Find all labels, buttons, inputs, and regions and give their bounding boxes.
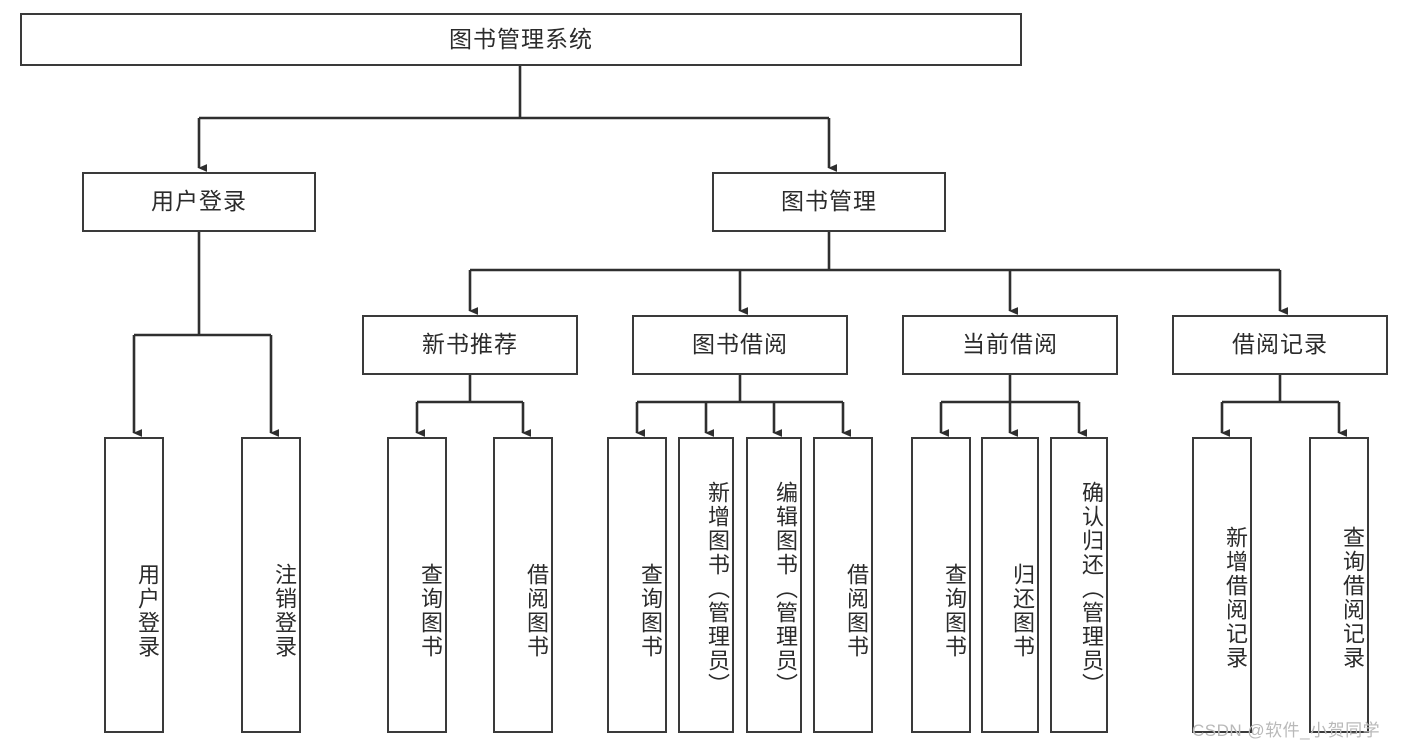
leaf-query-borrow-record[interactable]: 查询借阅记录 (1309, 437, 1369, 733)
leaf-borrow-book-recommend[interactable]: 借阅图书 (493, 437, 553, 733)
node-book-management[interactable]: 图书管理 (712, 172, 946, 232)
node-borrow-record[interactable]: 借阅记录 (1172, 315, 1388, 375)
node-user-login[interactable]: 用户登录 (82, 172, 316, 232)
leaf-logout[interactable]: 注销登录 (241, 437, 301, 733)
leaf-confirm-return-admin[interactable]: 确认归还（管理员） (1050, 437, 1108, 733)
leaf-return-book[interactable]: 归还图书 (981, 437, 1039, 733)
leaf-add-book-admin[interactable]: 新增图书（管理员） (678, 437, 734, 733)
csdn-watermark: CSDN @软件_小贺同学 (1192, 721, 1381, 740)
node-new-book-recommend[interactable]: 新书推荐 (362, 315, 578, 375)
node-book-borrow[interactable]: 图书借阅 (632, 315, 848, 375)
leaf-user-login[interactable]: 用户登录 (104, 437, 164, 733)
leaf-edit-book-admin[interactable]: 编辑图书（管理员） (746, 437, 802, 733)
leaf-query-book-borrow[interactable]: 查询图书 (607, 437, 667, 733)
leaf-borrow-book[interactable]: 借阅图书 (813, 437, 873, 733)
node-current-borrow[interactable]: 当前借阅 (902, 315, 1118, 375)
leaf-query-book-recommend[interactable]: 查询图书 (387, 437, 447, 733)
leaf-add-borrow-record[interactable]: 新增借阅记录 (1192, 437, 1252, 733)
leaf-query-book-current[interactable]: 查询图书 (911, 437, 971, 733)
node-root-book-management-system[interactable]: 图书管理系统 (20, 13, 1022, 66)
